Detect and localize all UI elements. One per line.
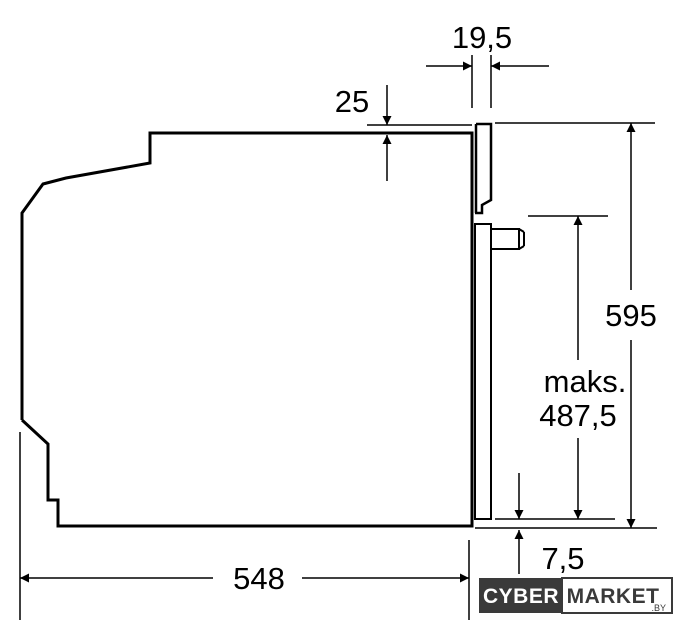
watermark-box-dark [479,578,562,613]
dim-label-gap-top: 19,5 [452,20,512,55]
oven-body-outline [20,131,474,528]
watermark-text-market: MARKET [567,585,660,608]
dim-label-depth: 548 [233,561,285,596]
dim-label-bottom-offset: 7,5 [541,541,584,576]
oven-knob-detail [518,228,525,233]
oven-knob-detail [518,245,525,250]
oven-door-profile [474,223,492,520]
watermark-text-cyber: CYBER [483,585,559,608]
dim-label-inner-height-line2: 487,5 [539,398,617,433]
oven-knob [490,228,520,250]
watermark-logo: CYBER MARKET .BY [479,577,673,614]
oven-front-panel [474,122,493,215]
dim-label-total-height: 595 [605,298,657,333]
dim-label-top-offset: 25 [335,84,369,119]
watermark-box-light [561,577,673,614]
watermark-text-suffix: .BY [651,603,666,613]
dim-label-inner-height-line1: maks. [544,364,627,399]
